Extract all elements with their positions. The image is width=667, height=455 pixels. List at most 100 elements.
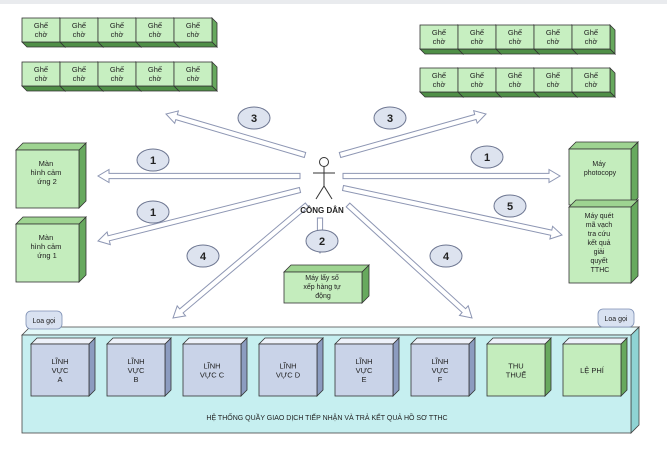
fee-counter[interactable]: LỆ PHÍ (562, 337, 628, 397)
touch-screen-2[interactable]: Màn hình cảm ứng 2 (15, 142, 87, 209)
step-number: 4 (443, 251, 450, 263)
touch-screen-1[interactable]: Màn hình cảm ứng 1 (15, 216, 87, 283)
fee-counter-label: LỆ PHÍ (580, 366, 605, 375)
step-number: 3 (387, 113, 393, 125)
arrow-to-photocopy (342, 168, 561, 184)
arrow-to-seats-left (165, 110, 307, 159)
screen1-line: hình cảm (31, 242, 62, 251)
step-number-badge: 4 (186, 244, 220, 268)
screen2-line: hình cảm (31, 168, 62, 177)
citizen-label: CÔNG DÂN (300, 206, 344, 215)
top-edge-bar (0, 0, 667, 4)
counter-system-label: HỆ THỐNG QUẦY GIAO DỊCH TIẾP NHẬN VÀ TRẢ… (206, 412, 447, 422)
scanner-line: Máy quét (585, 213, 614, 220)
step-number: 5 (507, 201, 513, 213)
step-number: 1 (150, 155, 156, 167)
photocopy-label: Máy photocopy (584, 161, 617, 177)
arrow-to-screen-1 (97, 186, 302, 246)
step-number-badge: 3 (373, 106, 407, 130)
touch-screen-2-label: Màn hình cảm ứng 2 (31, 159, 64, 186)
screen2-line: Màn (39, 159, 54, 168)
speaker-right-label: Loa gọi (605, 316, 628, 323)
arrow-to-seats-right (338, 109, 487, 159)
step-number-badge: 1 (470, 145, 504, 169)
scanner-label: Máy quét mã vạch tra cứu kết quả giải qu… (585, 213, 616, 274)
step-number-badge: 3 (237, 106, 271, 130)
queue-line: Máy lấy số (305, 273, 339, 282)
step-number: 1 (484, 152, 490, 164)
step-number: 4 (200, 251, 207, 263)
step-number-badge: 4 (429, 244, 463, 268)
step-number-badge: 2 (305, 229, 339, 253)
arrow-to-counters-right (345, 202, 473, 319)
speaker-left[interactable]: Loa gọi (25, 310, 63, 330)
speaker-left-label: Loa gọi (33, 318, 56, 325)
arrow-to-counters-left (172, 202, 310, 319)
scanner-line: mã vạch (586, 222, 613, 229)
scanner-line: tra cứu (588, 231, 610, 238)
step-number: 2 (319, 236, 325, 248)
screen2-line: ứng 2 (37, 177, 57, 186)
photocopy-machine[interactable]: Máy photocopy (568, 141, 639, 206)
speaker-right[interactable]: Loa gọi (597, 308, 635, 328)
queue-ticket-machine[interactable]: Máy lấy số xếp hàng tự động (283, 264, 370, 304)
barcode-scanner[interactable]: Máy quét mã vạch tra cứu kết quả giải qu… (568, 199, 639, 284)
step-number: 3 (251, 113, 257, 125)
